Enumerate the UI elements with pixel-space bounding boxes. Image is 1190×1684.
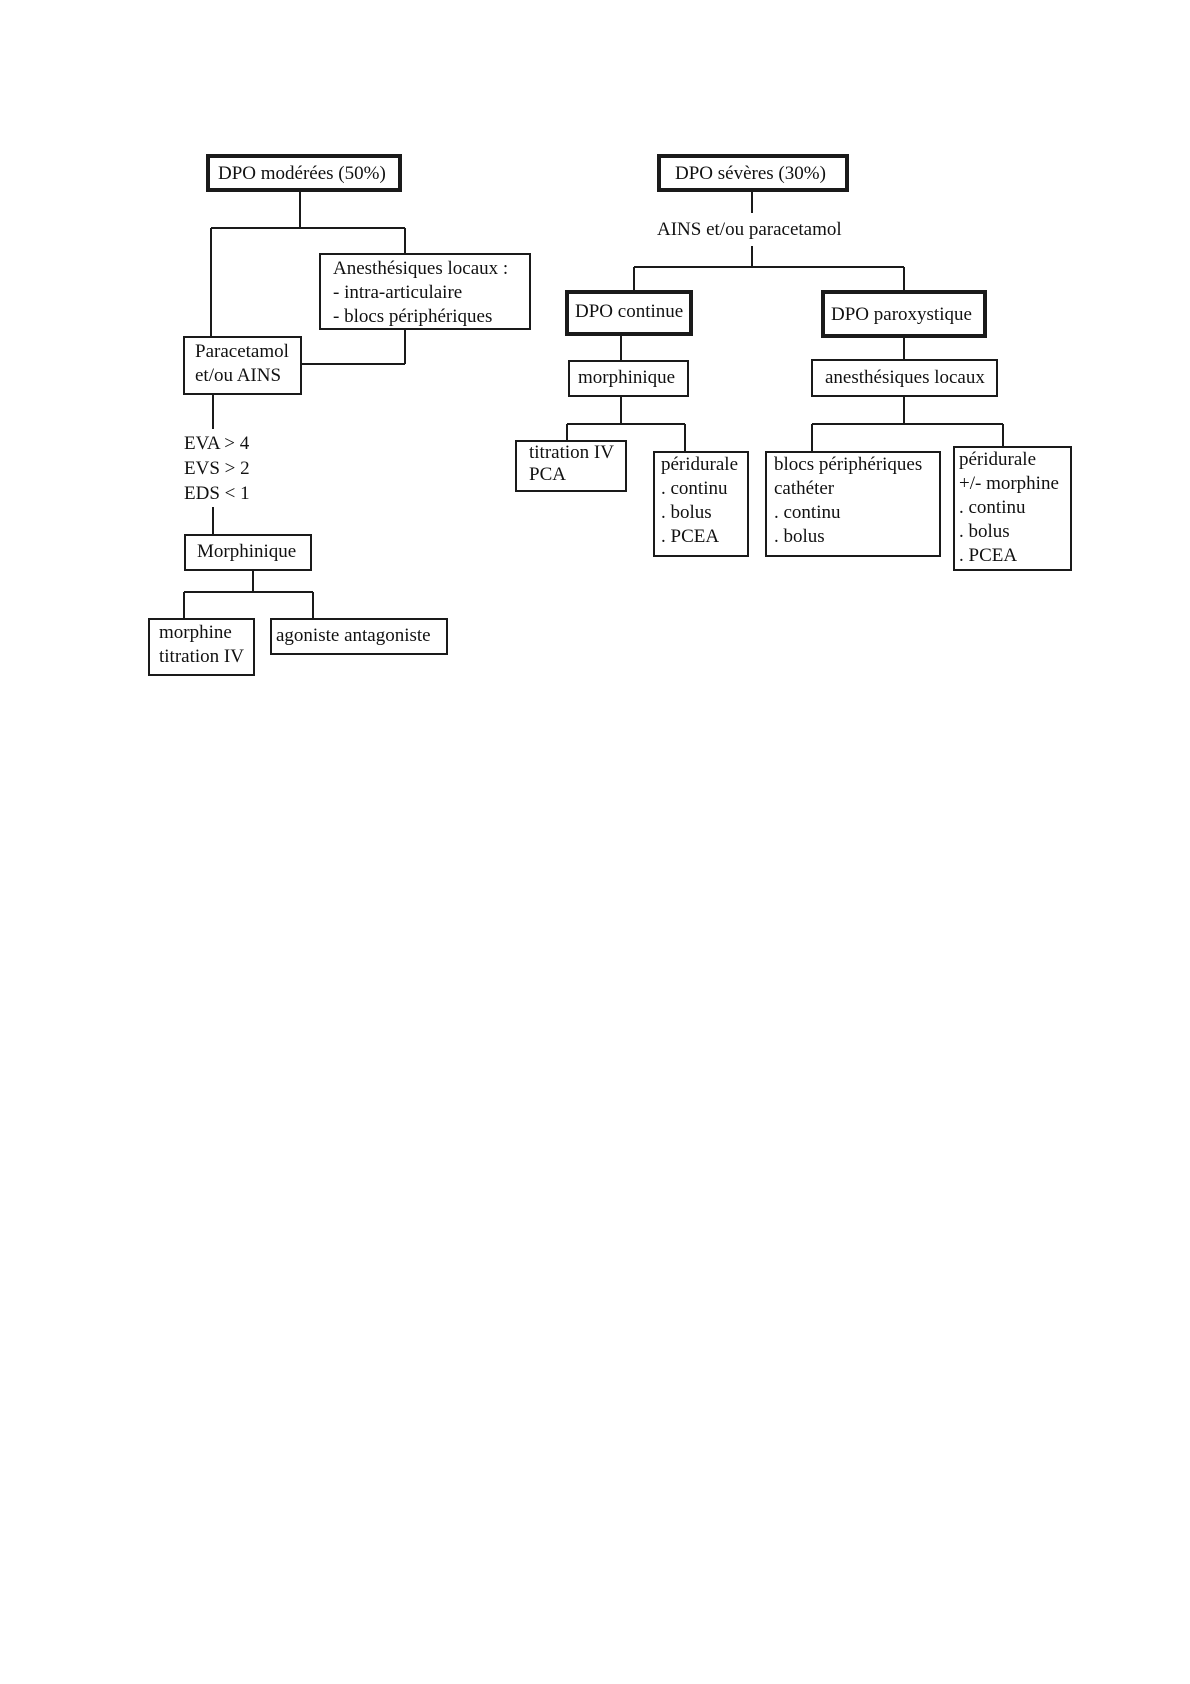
node-label: DPO continue <box>575 301 684 322</box>
node-label: Morphinique <box>197 541 297 562</box>
node-dpo-paroxystique: DPO paroxystique <box>821 290 987 338</box>
node-line: cathéter <box>774 478 835 499</box>
node-line: . continu <box>661 478 728 499</box>
node-line: Paracetamol <box>195 341 289 362</box>
node-line: . PCEA <box>661 526 720 547</box>
node-label: DPO sévères (30%) <box>675 163 826 184</box>
node-label: agoniste antagoniste <box>276 625 431 646</box>
node-blocs-peripheriques-catheter: blocs périphériques cathéter . continu .… <box>765 451 941 557</box>
node-line: . continu <box>774 502 841 523</box>
node-morphinique-left: Morphinique <box>184 534 312 571</box>
node-line: - blocs périphériques <box>333 306 493 327</box>
node-morphinique-right: morphinique <box>568 360 689 397</box>
node-paracetamol-ains: Paracetamol et/ou AINS <box>183 336 302 395</box>
node-dpo-severes: DPO sévères (30%) <box>657 154 849 192</box>
node-line: blocs périphériques <box>774 454 923 475</box>
pain-criteria: EVA > 4 EVS > 2 EDS < 1 <box>184 431 250 506</box>
node-line: Anesthésiques locaux : <box>333 258 509 279</box>
node-peridurale-continue: péridurale . continu . bolus . PCEA <box>653 451 749 557</box>
node-label: DPO modérées (50%) <box>218 163 386 184</box>
criterion: EVA > 4 <box>184 433 250 454</box>
node-label: anesthésiques locaux <box>825 367 985 388</box>
node-line: PCA <box>529 464 566 485</box>
node-peridurale-morphine: péridurale +/- morphine . continu . bolu… <box>953 446 1072 571</box>
node-line: . bolus <box>959 521 1010 542</box>
node-line: péridurale <box>959 449 1037 470</box>
node-label: morphinique <box>578 367 676 388</box>
node-line: . bolus <box>774 526 825 547</box>
node-agoniste-antagoniste: agoniste antagoniste <box>270 618 448 655</box>
node-dpo-moderees: DPO modérées (50%) <box>206 154 402 192</box>
node-label: DPO paroxystique <box>831 304 972 325</box>
node-line: morphine <box>159 622 232 643</box>
node-line: . continu <box>959 497 1026 518</box>
node-line: +/- morphine <box>959 473 1059 494</box>
node-line: titration IV <box>159 646 244 667</box>
label-text: AINS et/ou paracetamol <box>657 219 842 240</box>
criterion: EVS > 2 <box>184 458 250 479</box>
node-dpo-continue: DPO continue <box>565 290 693 336</box>
node-morphine-titration: morphine titration IV <box>148 618 255 676</box>
node-line: - intra-articulaire <box>333 282 463 303</box>
node-titration-pca: titration IV PCA <box>515 440 627 492</box>
criterion: EDS < 1 <box>184 483 250 504</box>
node-line: titration IV <box>529 442 614 463</box>
node-line: . bolus <box>661 502 712 523</box>
node-line: . PCEA <box>959 545 1018 566</box>
node-anesthesiques-locaux: Anesthésiques locaux : - intra-articulai… <box>319 253 531 330</box>
root-treatment-label: AINS et/ou paracetamol <box>657 217 842 242</box>
node-line: et/ou AINS <box>195 365 282 386</box>
node-anesthesiques-locaux-right: anesthésiques locaux <box>811 359 998 397</box>
node-line: péridurale <box>661 454 739 475</box>
